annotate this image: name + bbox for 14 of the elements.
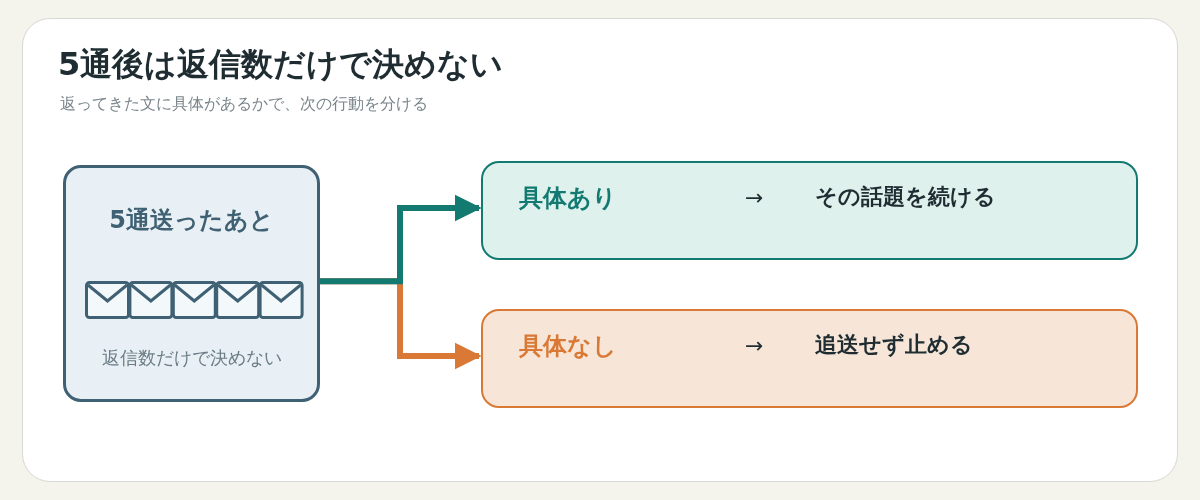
action-text: その話題を続ける — [815, 183, 996, 211]
outcome-box — [481, 161, 1138, 260]
process-box — [63, 165, 320, 402]
arrow-symbol: → — [745, 184, 764, 212]
outcome-label: 具体あり — [519, 183, 617, 214]
arrow-symbol: → — [745, 332, 764, 360]
diagram-title: 5通後は返信数だけで決めない — [58, 44, 504, 85]
arrow — [320, 194, 482, 285]
action-text: 追送せず止める — [815, 331, 973, 359]
subtitle: 返ってきた文に具体があるかで、次の行動を分ける — [60, 93, 428, 115]
box-heading: 5通送ったあと — [108, 205, 275, 236]
outcome-box — [481, 309, 1138, 408]
outcome-label: 具体なし — [519, 331, 617, 362]
box-note: 返信数だけで決めない — [100, 346, 283, 370]
